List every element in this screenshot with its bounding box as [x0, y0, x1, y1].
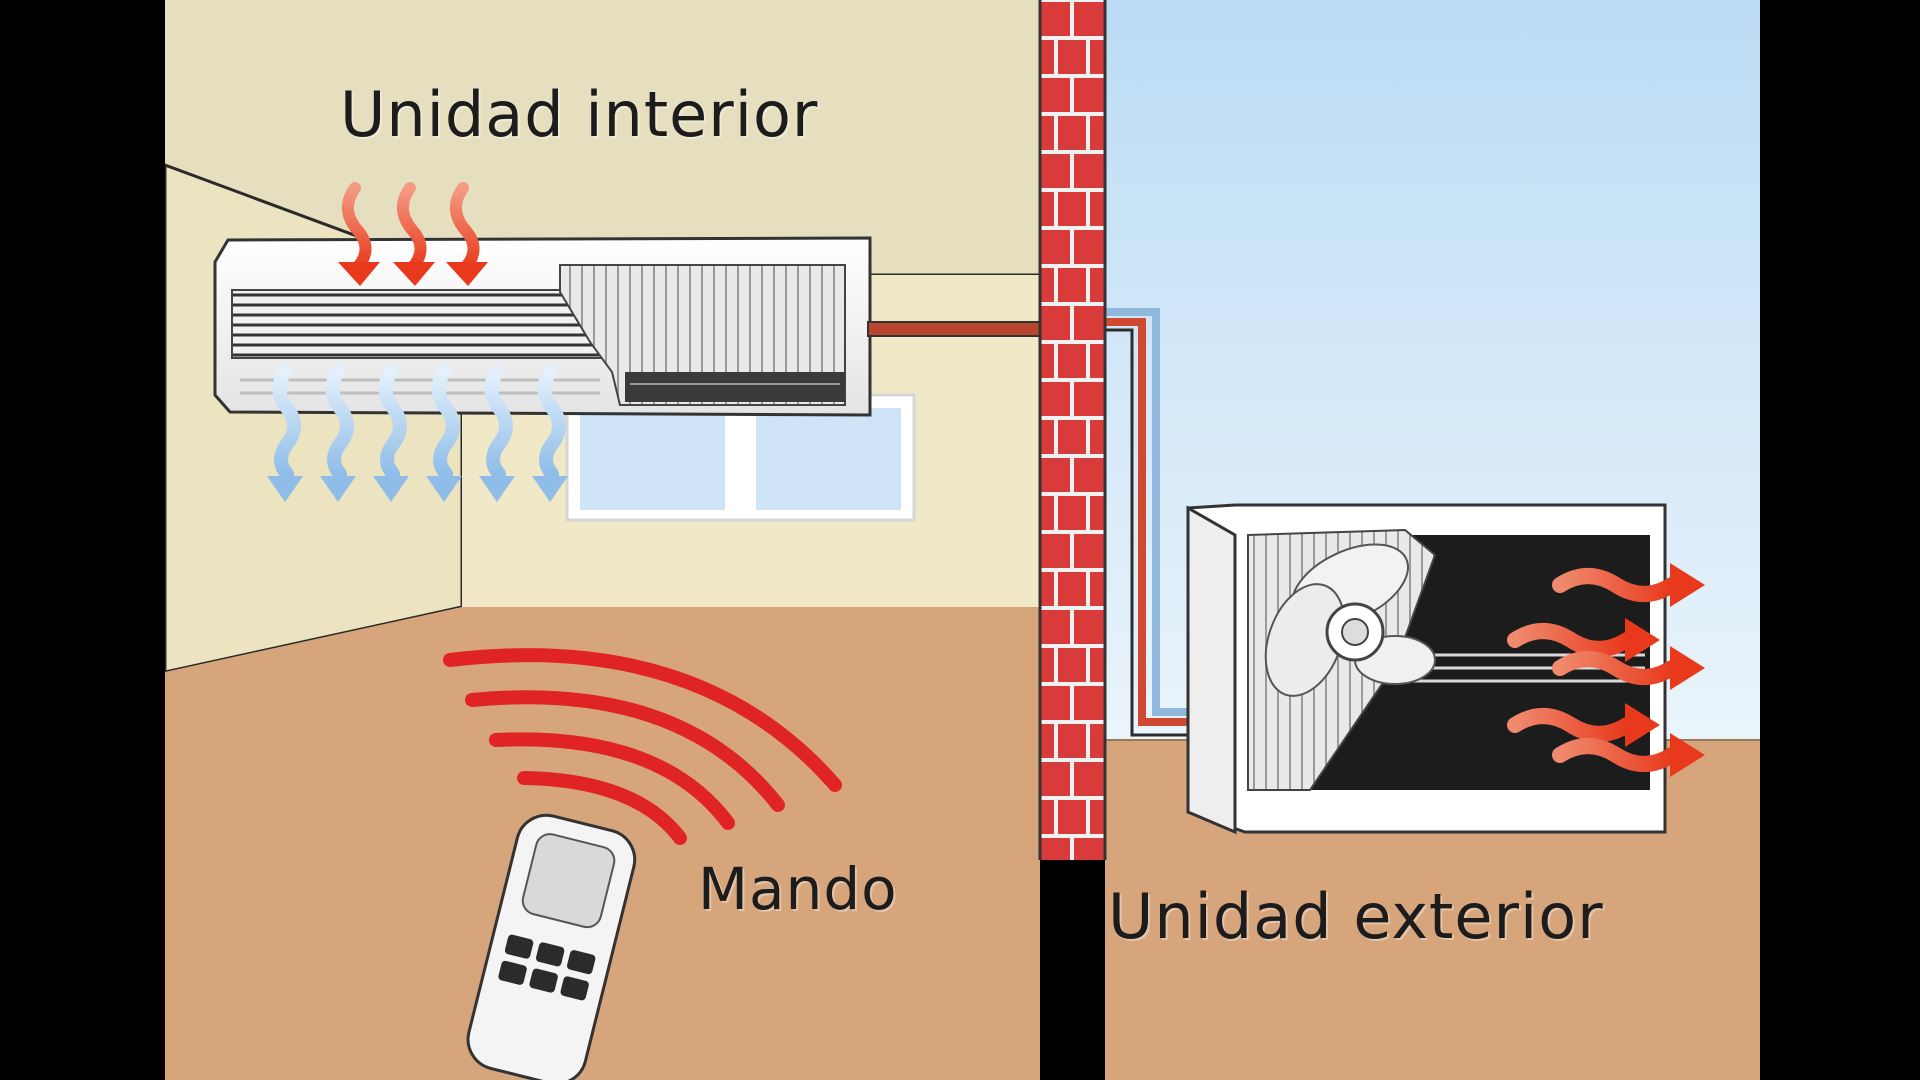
fan-icon — [1264, 543, 1436, 697]
remote-control-icon — [466, 813, 637, 1080]
indoor-unit — [213, 236, 872, 417]
signal-waves — [443, 648, 842, 845]
indoor-unit-label: Unidad interior — [340, 78, 819, 151]
refrigerant-pipes-outdoor — [1104, 308, 1210, 737]
outdoor-unit-label: Unidad exterior — [1108, 880, 1604, 953]
warm-air-intake — [338, 182, 488, 286]
remote-label: Mando — [698, 855, 898, 923]
brick-wall — [1038, 0, 1107, 860]
cold-air-arrows — [267, 365, 568, 502]
refrigerant-pipe-indoor — [867, 321, 1049, 337]
hot-air-arrows — [1507, 563, 1705, 777]
